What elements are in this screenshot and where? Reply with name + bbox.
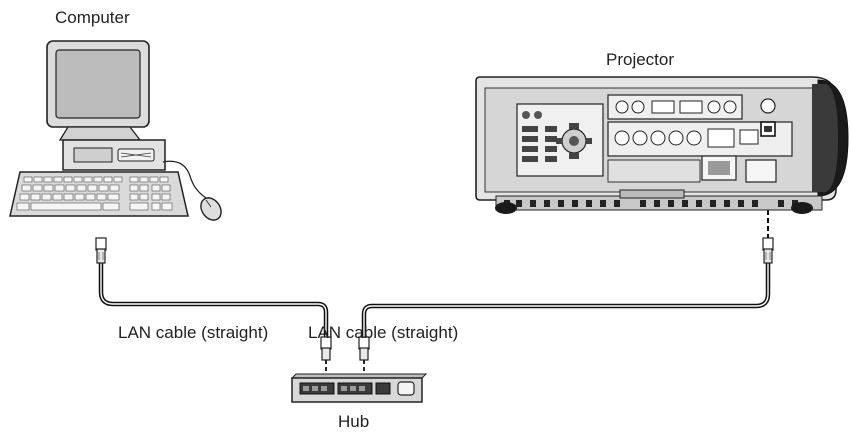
computer-mouse xyxy=(162,160,222,221)
projector-label: Projector xyxy=(606,50,675,69)
lan-cable-label-right: LAN cable (straight) xyxy=(308,323,459,342)
projector-lan-connector xyxy=(762,237,774,264)
projector-control-panel xyxy=(516,103,604,177)
lan-cable-projector xyxy=(361,262,771,338)
lan-cable-label-left: LAN cable (straight) xyxy=(118,323,269,342)
computer-illustration xyxy=(9,40,222,221)
computer-lan-connector xyxy=(95,237,107,264)
projector-terminal-panel xyxy=(607,94,793,157)
hub-label: Hub xyxy=(338,412,370,431)
computer-tower xyxy=(62,139,166,171)
computer-monitor xyxy=(46,40,150,141)
hub-ports xyxy=(299,382,391,395)
hub-illustration xyxy=(290,373,428,403)
projector-illustration xyxy=(475,76,849,214)
lan-cable-computer xyxy=(98,262,329,338)
computer-label: Computer xyxy=(55,8,130,27)
computer-keyboard xyxy=(9,171,189,217)
